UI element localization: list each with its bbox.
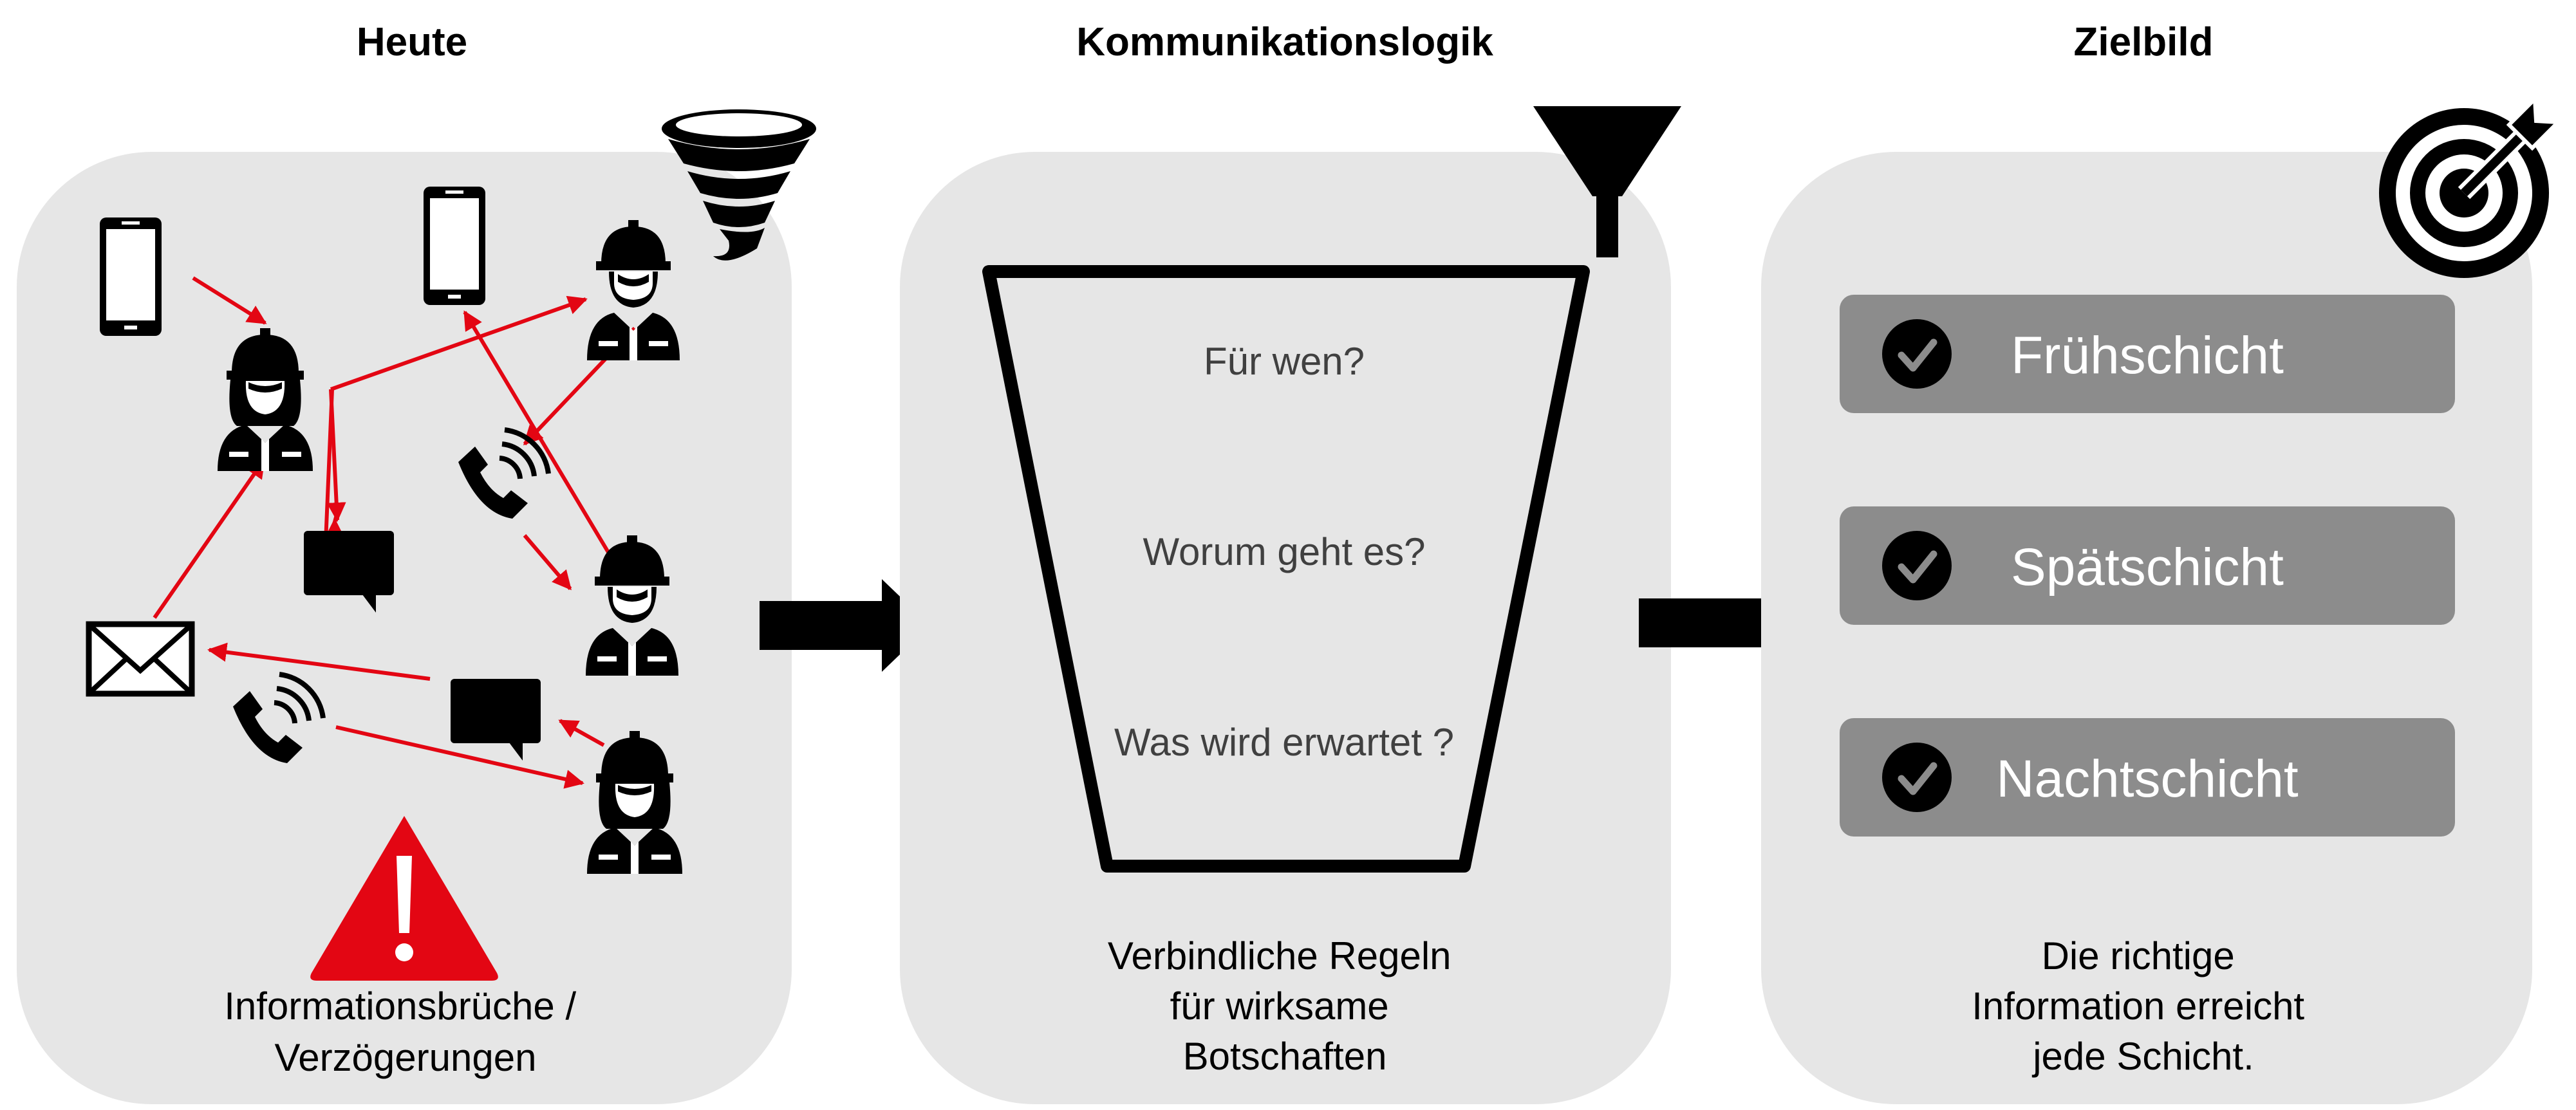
check-icon	[1882, 743, 1952, 812]
caption-zielbild-line-1: Die richtige	[2042, 934, 2235, 977]
caption-kommunikationslogik-line-2: für wirksame	[1170, 985, 1389, 1028]
shift-item: Nachtschicht	[1840, 718, 2455, 837]
funnel-question-1: Für wen?	[1204, 340, 1365, 383]
svg-text:Verbindliche Regeln für: Verbindliche Regeln für wirksame Botscha…	[1108, 934, 1462, 1078]
smartphone-icon	[100, 217, 162, 336]
target-icon	[2379, 95, 2562, 278]
caption-heute-line-1: Informationsbrüche /	[224, 985, 576, 1028]
shift-label-nachtschicht: Nachtschicht	[1996, 750, 2299, 808]
caption-zielbild-line-3: jede Schicht.	[2031, 1035, 2254, 1078]
panel-title-kommunikationslogik: Kommunikationslogik	[1076, 20, 1493, 64]
shift-bar	[1840, 506, 2455, 625]
caption-kommunikationslogik-line-3: Botschaften	[1183, 1035, 1387, 1078]
shift-item: Frühschicht	[1840, 295, 2455, 413]
funnel-question-3: Was wird erwartet ?	[1114, 721, 1454, 764]
caption-kommunikationslogik-line-1: Verbindliche Regeln	[1108, 934, 1451, 977]
tornado-icon	[662, 109, 816, 261]
funnel-shape	[982, 265, 1590, 873]
svg-text:Die richtige Information: Die richtige Information erreicht jede S…	[1972, 934, 2315, 1078]
panel-heute: Heute	[17, 20, 816, 1104]
shift-bar	[1840, 718, 2455, 837]
warning-icon	[310, 816, 498, 981]
funnel-question-2: Worum geht es?	[1143, 530, 1425, 573]
panel-title-zielbild: Zielbild	[2074, 20, 2214, 64]
shift-bar	[1840, 295, 2455, 413]
envelope-icon	[89, 624, 192, 694]
caption-zielbild-line-2: Information erreicht	[1972, 985, 2304, 1028]
panel-zielbild: Zielbild Frühschicht Spätschicht	[1761, 20, 2562, 1104]
panel-title-heute: Heute	[357, 20, 467, 64]
check-icon	[1882, 531, 1952, 600]
shift-item: Spätschicht	[1840, 506, 2455, 625]
panel-kommunikationslogik: Kommunikationslogik Für wen? Worum geht …	[900, 20, 1681, 1104]
caption-heute-line-2: Verzögerungen	[275, 1036, 537, 1079]
svg-text:Informationsbrüche / Ver: Informationsbrüche / Verzögerungen	[224, 985, 587, 1079]
check-icon	[1882, 319, 1952, 389]
filter-icon	[1533, 106, 1681, 257]
shift-label-fruehschicht: Frühschicht	[2011, 326, 2284, 385]
shift-label-spaetschicht: Spätschicht	[2011, 538, 2284, 597]
smartphone-icon	[424, 187, 485, 305]
